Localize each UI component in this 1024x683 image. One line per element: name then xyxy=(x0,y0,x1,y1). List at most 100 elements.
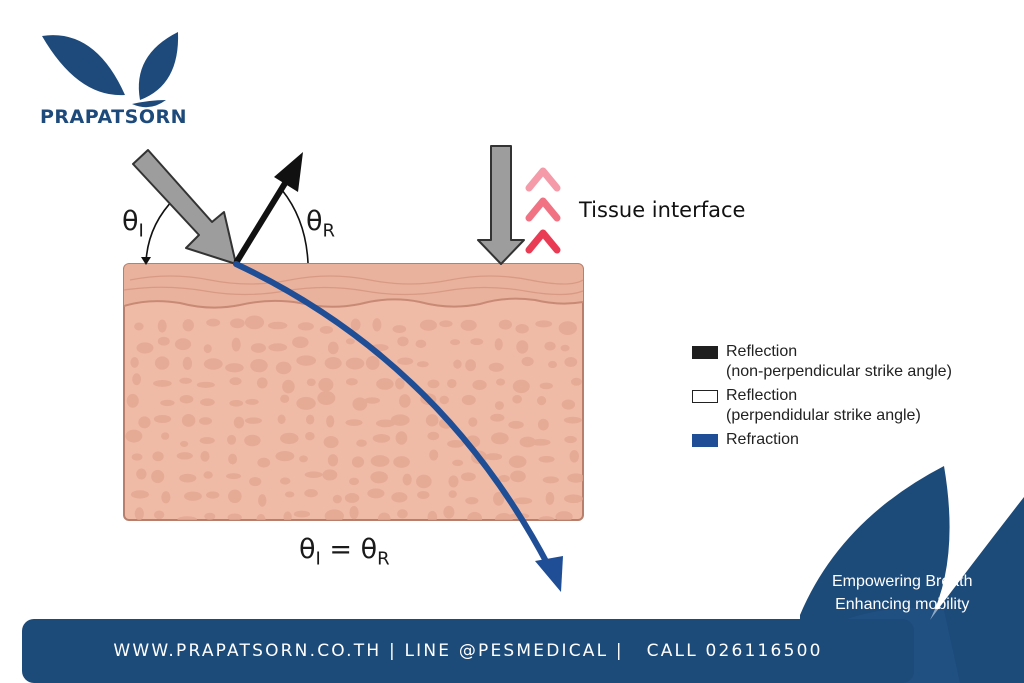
tissue-cell xyxy=(427,431,440,441)
tissue-cell xyxy=(136,468,147,480)
tissue-cell xyxy=(198,417,213,425)
tissue-cell xyxy=(179,473,197,483)
tissue-cell xyxy=(472,379,487,391)
tissue-cell xyxy=(470,338,484,346)
tissue-cell xyxy=(561,399,576,410)
tissue-cell xyxy=(349,505,359,520)
tissue-cell xyxy=(548,360,558,369)
tissue-cell xyxy=(542,476,559,484)
tissue-cell xyxy=(447,378,457,389)
tissue-cell xyxy=(226,434,237,445)
angle-equation: θI = θR xyxy=(299,534,390,570)
legend-label: Reflection (perpendidular strike angle) xyxy=(726,387,921,424)
tissue-cell xyxy=(318,377,334,392)
tissue-cell xyxy=(257,457,271,468)
reflected-angle-label: θR xyxy=(306,206,336,242)
tissue-cell xyxy=(279,432,299,445)
tissue-cell xyxy=(324,357,342,370)
tissue-cell xyxy=(569,450,580,463)
tissue-cell xyxy=(460,472,476,482)
tissue-cell xyxy=(416,361,429,368)
tissue-cell xyxy=(391,492,408,503)
tissue-cell xyxy=(415,339,427,349)
tissue-cell xyxy=(491,432,509,445)
tissue-cell xyxy=(154,356,170,370)
tissue-cell xyxy=(498,319,513,330)
tissue-cell xyxy=(250,343,266,353)
tissue-cell xyxy=(130,357,139,368)
tissue-cell xyxy=(152,451,164,462)
tissue-cell xyxy=(429,449,439,461)
footer-bar: WWW.PRAPATSORN.CO.TH | LINE @PESMEDICAL … xyxy=(22,619,914,683)
tissue-interface-label: Tissue interface xyxy=(579,198,746,222)
tissue-cell xyxy=(356,439,367,447)
tissue-cell xyxy=(317,391,336,406)
tissue-cell xyxy=(465,496,479,505)
tissue-cell xyxy=(344,493,360,503)
tissue-cell xyxy=(349,477,360,486)
tissue-cell xyxy=(564,494,583,504)
tissue-cell xyxy=(204,512,216,520)
tissue-cell xyxy=(233,416,245,429)
tissue-cell xyxy=(508,420,524,429)
legend-item-reflection-perpendicular: Reflection (perpendidular strike angle) xyxy=(692,386,952,426)
tissue-cell xyxy=(508,455,527,468)
tissue-cell xyxy=(367,488,385,499)
tissue-cell xyxy=(179,377,193,384)
tissue-cell xyxy=(345,338,355,345)
tissue-cell xyxy=(448,490,457,498)
tissue-cell xyxy=(393,456,410,468)
tissue-cell xyxy=(530,438,551,446)
tissue-cell xyxy=(372,434,391,443)
tissue-cell xyxy=(345,378,358,386)
tissue-cell xyxy=(134,507,144,520)
tissue-cell xyxy=(564,356,578,368)
tissue-cell xyxy=(138,416,151,429)
tissue-cell xyxy=(395,377,405,390)
tissue-cell xyxy=(365,355,380,370)
tissue-cell xyxy=(275,361,292,375)
tissue-cell xyxy=(494,401,504,410)
tissue-cell xyxy=(484,453,503,461)
tissue-cell xyxy=(283,511,292,520)
tissue-cell xyxy=(203,358,223,370)
tissue-cell xyxy=(284,491,295,498)
tissue-cell xyxy=(244,315,265,330)
tissue-cell xyxy=(453,359,462,369)
tissue-cell xyxy=(161,491,171,504)
tissue-cell xyxy=(545,491,555,505)
tissue-cell xyxy=(305,431,315,441)
tissue-cell xyxy=(419,319,437,331)
tissue-cell xyxy=(324,509,345,520)
tissue-cell xyxy=(498,474,510,483)
tissue-cell xyxy=(327,454,339,467)
tissue-cell xyxy=(153,510,165,520)
tissue-cell xyxy=(279,477,291,485)
tissue-cell xyxy=(539,382,553,390)
tissue-cell xyxy=(275,451,295,462)
tissue-cell xyxy=(402,473,412,486)
tissue-cell xyxy=(226,473,242,480)
tissue-cell xyxy=(176,452,193,460)
tissue-cell xyxy=(399,394,411,408)
tissue-cell xyxy=(268,343,288,352)
tissue-cell xyxy=(152,380,172,387)
tissue-cell xyxy=(350,318,361,331)
tissue-cell xyxy=(228,453,238,465)
tissue-cell xyxy=(256,377,268,389)
tissue-cell xyxy=(496,378,506,386)
tissue-cell xyxy=(538,516,555,520)
tissue-cell xyxy=(161,432,170,440)
tissue-cell xyxy=(512,394,523,404)
perpendicular-arrow xyxy=(477,145,525,265)
tissue-cell xyxy=(322,469,338,481)
tissue-cell xyxy=(206,318,221,327)
tissue-cell xyxy=(516,340,529,354)
tissue-cell xyxy=(460,319,477,331)
tissue-cell xyxy=(228,489,242,504)
tissue-cell xyxy=(134,322,144,331)
brand-logo-icon xyxy=(42,32,179,108)
tissue-cell xyxy=(392,325,407,334)
tissue-cell xyxy=(180,440,189,448)
tissue-cell xyxy=(570,377,582,386)
